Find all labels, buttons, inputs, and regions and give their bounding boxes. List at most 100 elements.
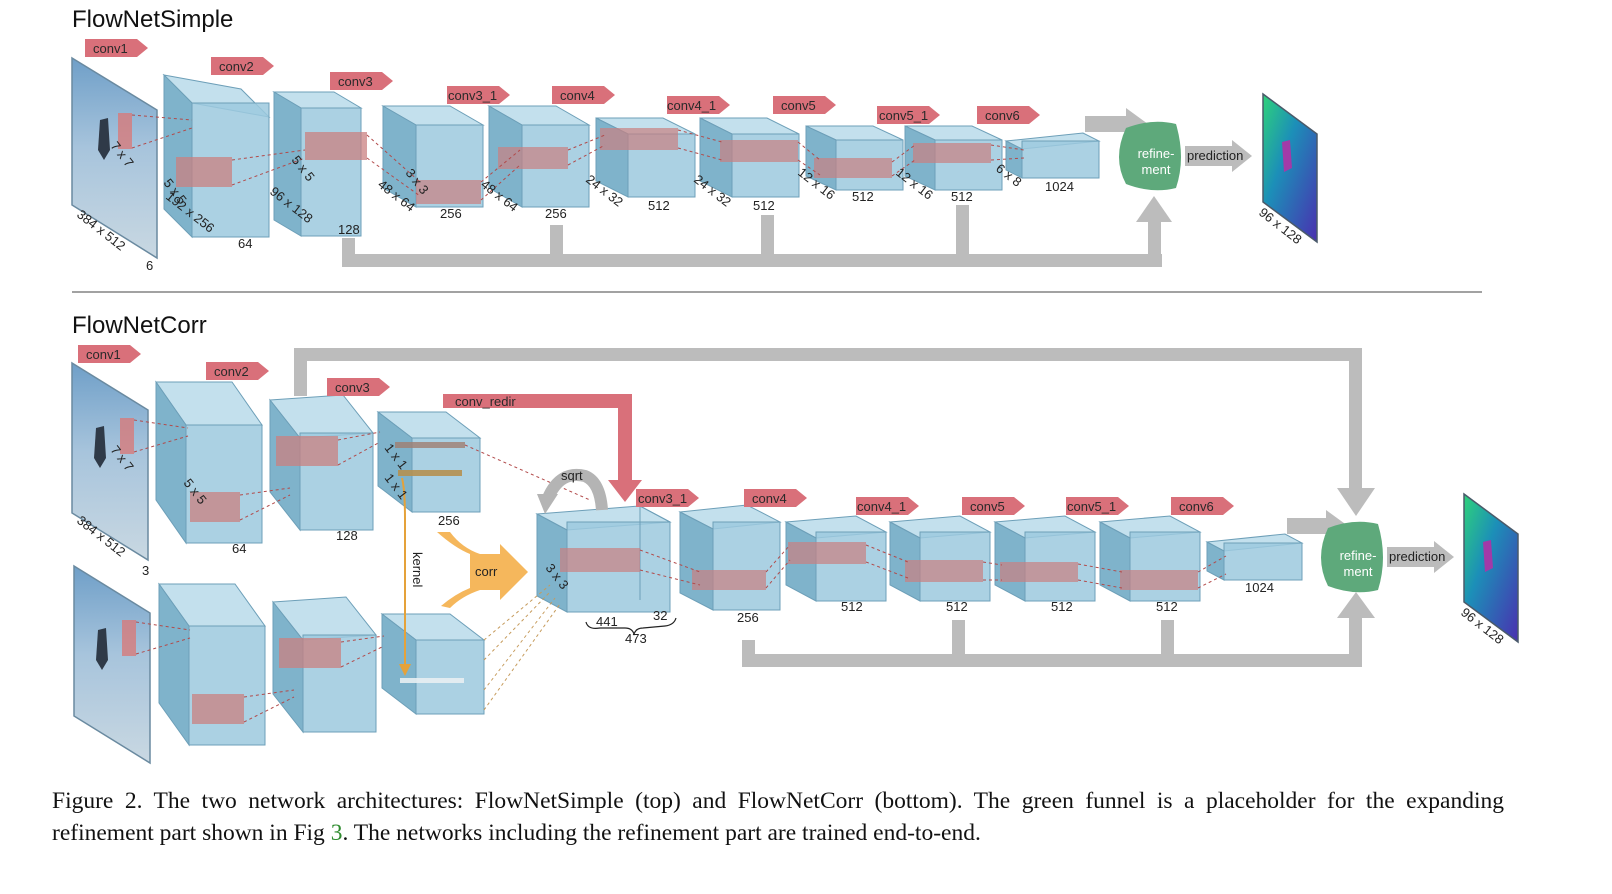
svg-text:441: 441 [596, 614, 618, 629]
svg-text:conv6: conv6 [1179, 499, 1214, 514]
svg-text:64: 64 [238, 236, 252, 251]
svg-text:473: 473 [625, 631, 647, 646]
bottom-block-conv5-1 [1098, 515, 1202, 602]
svg-text:conv5_1: conv5_1 [879, 108, 928, 123]
svg-text:64: 64 [232, 541, 246, 556]
bottom-block-conv3-a [376, 410, 482, 514]
bottom-layer-name-arrows: conv1 conv2 conv3 conv3_1 conv4 conv4_1 … [78, 345, 1234, 515]
svg-text:conv1: conv1 [93, 41, 128, 56]
corr-operator: corr [437, 532, 528, 608]
svg-text:512: 512 [852, 189, 874, 204]
svg-text:prediction: prediction [1389, 549, 1445, 564]
svg-text:conv4_1: conv4_1 [857, 499, 906, 514]
svg-text:conv3: conv3 [338, 74, 373, 89]
svg-text:conv4_1: conv4_1 [667, 98, 716, 113]
svg-text:256: 256 [545, 206, 567, 221]
svg-text:corr: corr [475, 564, 498, 579]
caption-text-2: . The networks including the refinement … [342, 820, 981, 846]
svg-text:conv4: conv4 [752, 491, 787, 506]
bottom-skip-connections [742, 592, 1375, 667]
caption-text-1: Figure 2. The two network architectures:… [52, 788, 1504, 846]
svg-text:refine-ment: refine-ment [1340, 548, 1377, 579]
bottom-block-conv3-1 [678, 504, 782, 611]
corr-dashed-lines [483, 584, 561, 711]
svg-text:conv2: conv2 [219, 59, 254, 74]
svg-text:512: 512 [753, 198, 775, 213]
svg-text:256: 256 [737, 610, 759, 625]
svg-text:128: 128 [338, 222, 360, 237]
bottom-block-conv6 [1205, 533, 1304, 581]
svg-text:512: 512 [1051, 599, 1073, 614]
bottom-channel-labels: 3 64 128 256 441 32 473 256 512 512 512 … [142, 513, 1274, 646]
figure-caption: Figure 2. The two network architectures:… [52, 785, 1504, 849]
svg-text:conv3_1: conv3_1 [448, 88, 497, 103]
bottom-block-conv2-b [272, 596, 377, 734]
conv-redir-arrow: conv_redir [443, 394, 642, 502]
bottom-long-skip [294, 348, 1375, 516]
svg-text:256: 256 [438, 513, 460, 528]
svg-text:kernel: kernel [410, 552, 425, 588]
svg-text:prediction: prediction [1187, 148, 1243, 163]
svg-text:512: 512 [648, 198, 670, 213]
svg-text:256: 256 [440, 206, 462, 221]
top-block-conv2 [272, 91, 367, 237]
bottom-block-conv3-b [380, 612, 486, 716]
caption-figure-ref-link[interactable]: 3 [330, 820, 343, 846]
bottom-prediction-arrow: prediction [1387, 541, 1454, 573]
top-layer-name-arrows: conv1 conv2 conv3 conv3_1 conv4 conv4_1 … [85, 39, 1040, 124]
bottom-output-flow: 96 x 128 [1458, 492, 1519, 647]
top-title: FlowNetSimple [72, 6, 233, 33]
top-block-conv5 [805, 125, 904, 191]
svg-text:conv4: conv4 [560, 88, 595, 103]
bottom-block-conv1-a [155, 380, 263, 545]
svg-text:conv2: conv2 [214, 364, 249, 379]
svg-text:3: 3 [142, 563, 149, 578]
bottom-block-conv1-b [158, 582, 266, 747]
svg-text:conv5: conv5 [781, 98, 816, 113]
bottom-block-conv5 [993, 515, 1097, 602]
top-refinement-funnel: refine-ment [1085, 108, 1181, 191]
top-receptive-lines [131, 114, 1025, 201]
top-block-conv5-1 [904, 125, 1003, 191]
corr-channel-brace [585, 617, 677, 636]
top-prediction-arrow: prediction [1185, 140, 1252, 172]
top-block-conv4-1 [699, 117, 800, 198]
bottom-block-conv4-1 [888, 515, 992, 602]
bottom-block-conv2-a [269, 394, 374, 532]
svg-text:sqrt: sqrt [561, 468, 583, 483]
bottom-refinement-funnel: refine-ment [1287, 510, 1383, 593]
svg-text:1024: 1024 [1245, 580, 1274, 595]
bottom-input-image-1 [71, 361, 149, 562]
svg-text:1024: 1024 [1045, 179, 1074, 194]
top-block-conv3 [381, 105, 485, 208]
svg-text:128: 128 [336, 528, 358, 543]
svg-text:512: 512 [951, 189, 973, 204]
top-channel-labels: 6 64 128 256 256 512 512 512 512 1024 [146, 179, 1074, 273]
svg-text:conv6: conv6 [985, 108, 1020, 123]
sqrt-arrow: sqrt [537, 468, 608, 514]
svg-text:conv5: conv5 [970, 499, 1005, 514]
svg-text:512: 512 [841, 599, 863, 614]
bottom-block-corr [535, 505, 672, 613]
svg-text:512: 512 [946, 599, 968, 614]
top-block-conv4 [595, 117, 696, 198]
top-block-conv3-1 [487, 105, 591, 208]
svg-text:conv3: conv3 [335, 380, 370, 395]
bottom-input-image-2 [73, 564, 151, 765]
top-output-flow: 96 x 128 [1256, 92, 1318, 247]
svg-text:conv_redir: conv_redir [455, 394, 516, 409]
svg-text:conv1: conv1 [86, 347, 121, 362]
svg-text:6: 6 [146, 258, 153, 273]
bottom-receptive-lines [133, 419, 1227, 723]
svg-text:conv3_1: conv3_1 [638, 491, 687, 506]
top-block-conv6 [1004, 132, 1101, 179]
svg-text:refine-ment: refine-ment [1138, 146, 1175, 177]
kernel-path: kernel [399, 477, 425, 676]
bottom-title: FlowNetCorr [72, 312, 207, 339]
top-layer-blocks [162, 73, 1101, 239]
svg-text:512: 512 [1156, 599, 1178, 614]
top-block-conv1 [162, 73, 271, 239]
svg-text:32: 32 [653, 608, 667, 623]
svg-text:conv5_1: conv5_1 [1067, 499, 1116, 514]
